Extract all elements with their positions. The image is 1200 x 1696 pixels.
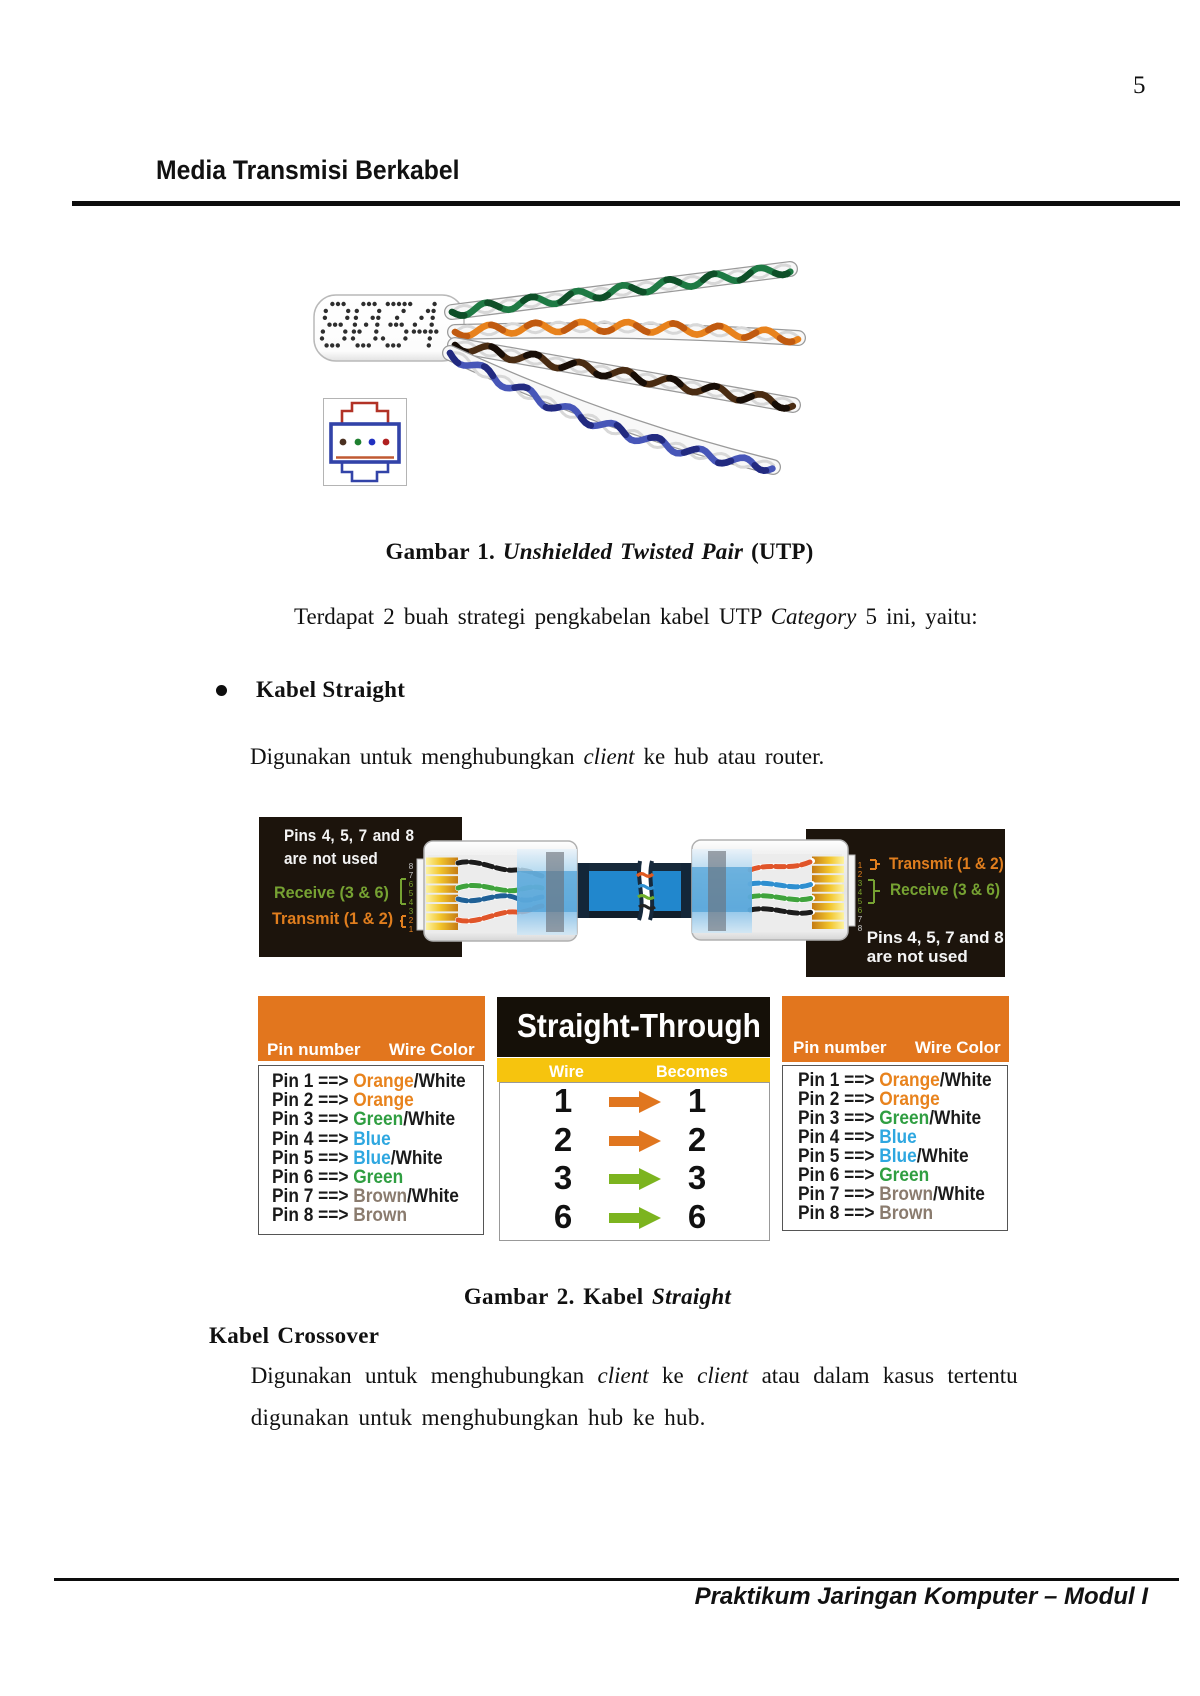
svg-text:6: 6 (858, 906, 863, 915)
svg-text:4: 4 (409, 898, 414, 907)
svg-text:5: 5 (409, 889, 414, 898)
svg-text:3: 3 (858, 879, 863, 888)
svg-text:7: 7 (409, 871, 414, 880)
svg-text:2: 2 (858, 870, 863, 879)
svg-text:3: 3 (409, 907, 414, 916)
svg-text:1: 1 (409, 925, 414, 934)
svg-text:4: 4 (858, 888, 863, 897)
svg-text:8: 8 (858, 924, 863, 933)
svg-text:1: 1 (858, 861, 863, 870)
svg-text:8: 8 (409, 862, 414, 871)
svg-text:5: 5 (858, 897, 863, 906)
svg-text:7: 7 (858, 915, 863, 924)
svg-text:2: 2 (409, 916, 414, 925)
svg-text:6: 6 (409, 880, 414, 889)
